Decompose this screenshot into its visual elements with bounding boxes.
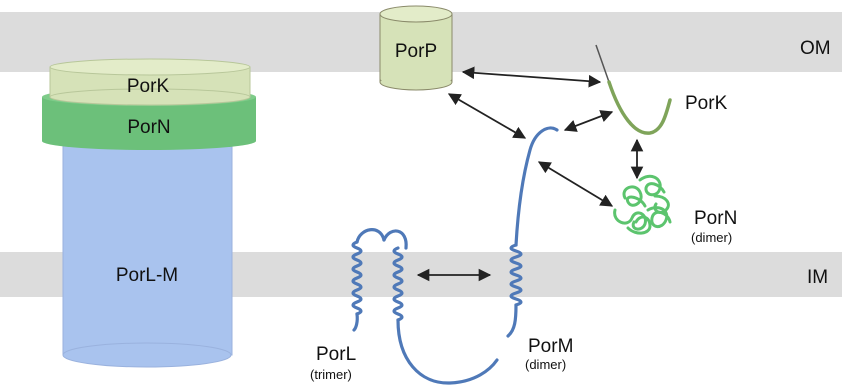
interaction-arrows bbox=[416, 66, 644, 282]
im-label: IM bbox=[807, 267, 828, 288]
porl-m-cylinder bbox=[62, 137, 233, 368]
porl-chain bbox=[351, 228, 499, 385]
arrow-porp-pork bbox=[461, 66, 602, 88]
porm-label: PorM bbox=[528, 336, 573, 357]
om-label: OM bbox=[800, 38, 831, 59]
arrow-porm-pork bbox=[563, 110, 614, 132]
porl-note: (trimer) bbox=[310, 367, 352, 382]
arrow-porm-porn bbox=[537, 161, 614, 207]
pork-chain bbox=[595, 44, 672, 135]
pork-ring-label: PorK bbox=[127, 76, 170, 97]
porn-coil bbox=[613, 174, 672, 235]
porn-ring-label: PorN bbox=[127, 117, 170, 138]
porn-label: PorN bbox=[694, 208, 737, 229]
porp-cylinder bbox=[379, 5, 453, 91]
pork-ring bbox=[49, 58, 251, 106]
pork-label: PorK bbox=[685, 93, 728, 114]
porm-note: (dimer) bbox=[525, 357, 566, 372]
porn-note: (dimer) bbox=[691, 230, 732, 245]
porl-m-label: PorL-M bbox=[116, 265, 178, 286]
arrow-porp-porm bbox=[447, 93, 527, 139]
porm-chain bbox=[506, 126, 559, 338]
porl-label: PorL bbox=[316, 344, 356, 365]
porp-label: PorP bbox=[395, 41, 437, 62]
